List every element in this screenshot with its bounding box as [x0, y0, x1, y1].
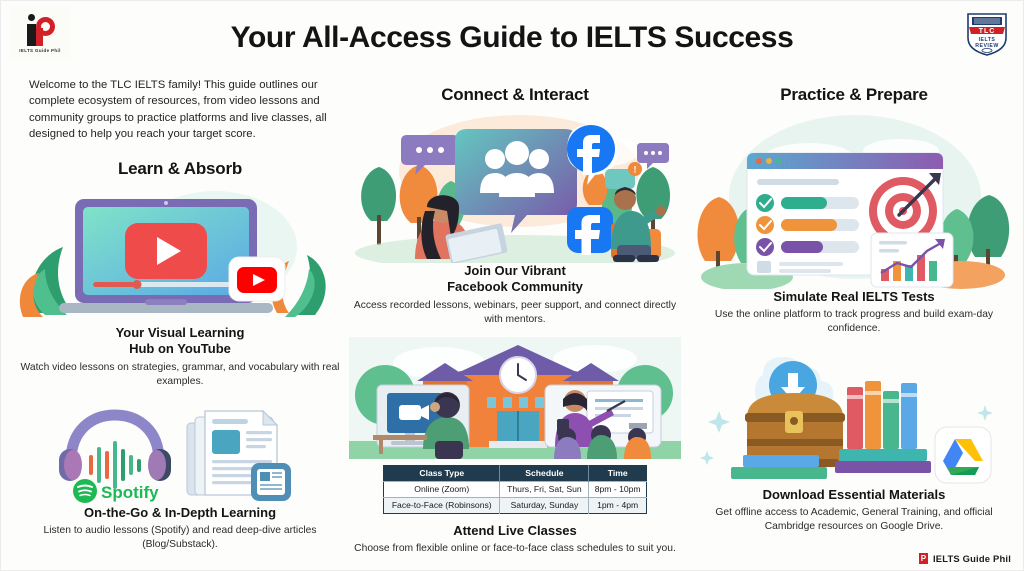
intro-paragraph: Welcome to the TLC IELTS family! This gu…: [29, 79, 327, 141]
middle-block-1-subtitle: Access recorded lessons, webinars, peer …: [353, 299, 677, 325]
left-block-1-title: Your Visual Learning Hub on YouTube: [15, 325, 345, 358]
ielts-guide-phil-logo-icon: [23, 13, 57, 46]
left-block-1-subtitle: Watch video lessons on strategies, gramm…: [20, 361, 340, 387]
tlc-ielts-review-badge-icon: TLC IELTS REVIEW: [961, 7, 1013, 59]
svg-text:IELTS: IELTS: [979, 37, 996, 43]
cell-time: 1pm - 4pm: [588, 496, 647, 514]
cell-class-type: Online (Zoom): [383, 480, 501, 498]
cell-class-type: Face-to-Face (Robinsons): [383, 496, 501, 514]
column-heading-left: Learn & Absorb: [117, 159, 243, 178]
left-block-1-title-line2: Hub on YouTube: [129, 341, 231, 357]
books-chest-drive-illustration: [689, 347, 1019, 487]
footer-logo-icon: P: [918, 553, 928, 564]
left-block-1-title-line1: Your Visual Learning: [115, 325, 245, 340]
left-block-2-title: On-the-Go & In-Depth Learning: [83, 504, 277, 520]
column-learn-and-absorb: Learn & Absorb: [15, 159, 345, 553]
cell-schedule: Thurs, Fri, Sat, Sun: [499, 480, 590, 498]
laptop-youtube-illustration: [15, 185, 345, 325]
brand-logo: IELTS Guide Phil: [9, 7, 71, 59]
svg-text:REVIEW: REVIEW: [975, 43, 998, 49]
facebook-community-illustration: !: [349, 111, 681, 263]
column-connect-and-interact: Connect & Interact: [349, 85, 681, 556]
table-header-class-type: Class Type: [383, 465, 501, 482]
footer-brand: P IELTS Guide Phil: [918, 553, 1011, 564]
column-heading-middle: Connect & Interact: [441, 85, 589, 104]
table-header-row: Class Type Schedule Time: [383, 465, 647, 482]
right-block-1-subtitle: Use the online platform to track progres…: [714, 309, 994, 335]
right-block-2-subtitle: Get offline access to Academic, General …: [715, 506, 993, 533]
table-header-time: Time: [588, 465, 647, 482]
middle-block-2-title: Attend Live Classes: [453, 522, 577, 538]
svg-text:!: !: [634, 165, 637, 175]
table-row: Face-to-Face (Robinsons) Saturday, Sunda…: [383, 496, 647, 514]
middle-block-1-title-line2: Facebook Community: [447, 279, 583, 295]
class-schedule-table: Class Type Schedule Time Online (Zoom) T…: [383, 464, 647, 514]
middle-block-2-subtitle: Choose from flexible online or face-to-f…: [354, 543, 676, 555]
middle-block-1-title: Join Our Vibrant Facebook Community: [349, 263, 681, 296]
footer-brand-label: IELTS Guide Phil: [932, 553, 1011, 564]
dashboard-target-chart-illustration: [689, 111, 1019, 289]
page-title: Your All-Access Guide to IELTS Success: [230, 21, 794, 54]
cell-schedule: Saturday, Sunday: [499, 496, 590, 514]
svg-text:TLC: TLC: [979, 28, 996, 35]
column-practice-and-prepare: Practice & Prepare: [689, 85, 1019, 534]
headphones-spotify-articles-illustration: Spotify: [15, 403, 345, 505]
svg-text:Spotify: Spotify: [101, 483, 159, 502]
right-block-2-title: Download Essential Materials: [762, 486, 946, 502]
column-heading-right: Practice & Prepare: [780, 85, 928, 104]
cell-time: 8pm - 10pm: [588, 480, 647, 498]
table-row: Online (Zoom) Thurs, Fri, Sat, Sun 8pm -…: [383, 480, 647, 498]
brand-logo-label: IELTS Guide Phil: [19, 47, 61, 53]
table-header-schedule: Schedule: [499, 465, 590, 482]
left-block-2-subtitle: Listen to audio lessons (Spotify) and re…: [43, 525, 317, 551]
school-live-classes-illustration: [349, 336, 681, 459]
right-block-1-title: Simulate Real IELTS Tests: [773, 289, 935, 304]
middle-block-1-title-line1: Join Our Vibrant: [464, 263, 566, 278]
